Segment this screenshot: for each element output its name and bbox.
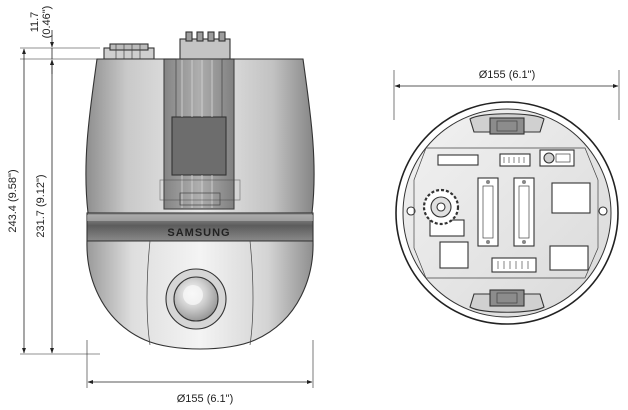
camera-side-view: SAMSUNG — [85, 31, 315, 350]
vertical-connector-left — [477, 177, 499, 247]
small-connector-top — [499, 153, 531, 167]
bottom-diameter-label: Ø155 (6.1") — [177, 393, 234, 405]
lower-right-chip — [549, 245, 589, 271]
top-mount-tab — [469, 113, 545, 135]
bottom-mount-tab — [469, 289, 545, 313]
overall-height-label: 243.4 (9.58") — [7, 169, 19, 232]
body-height-label: 231.7 (9.12") — [35, 174, 47, 237]
camera-lens — [165, 268, 227, 330]
camera-top-view — [395, 101, 619, 325]
screw-hole-left — [406, 206, 416, 216]
side-view-dimensions: 243.4 (9.58") 231.7 (9.12") 11.7 (0.46")… — [7, 6, 314, 405]
lower-left-chip — [439, 241, 469, 269]
screw-hole-right — [598, 206, 608, 216]
brand-logo-text: SAMSUNG — [167, 227, 230, 239]
top-offset-label-b: (0.46") — [41, 6, 53, 39]
top-offset-label-a: 11.7 — [29, 12, 41, 33]
vertical-connector-right — [513, 177, 535, 247]
label-plate — [437, 154, 479, 166]
switch-block — [539, 149, 575, 167]
top-view-dimensions: Ø155 (6.1") — [393, 69, 620, 120]
board-outline — [413, 147, 599, 279]
right-chip — [551, 182, 591, 214]
top-pin-connector — [179, 31, 231, 60]
bottom-terminal — [491, 257, 537, 273]
top-view-diameter-label: Ø155 (6.1") — [479, 69, 536, 81]
center-module — [159, 58, 241, 210]
top-connector-block — [103, 43, 155, 60]
gear-component — [422, 188, 460, 226]
